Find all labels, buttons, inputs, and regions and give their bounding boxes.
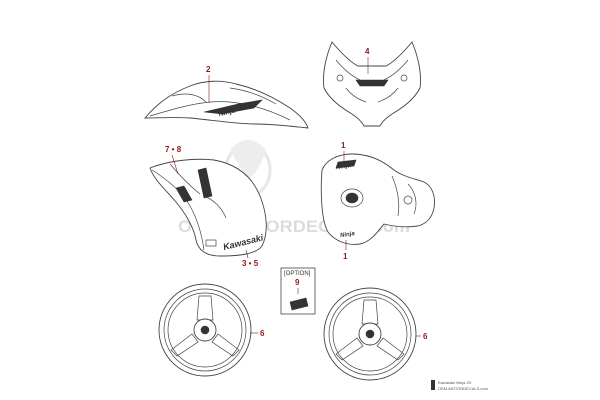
callout-6-left: 6 <box>260 329 265 338</box>
callout-3-5: 3 • 5 <box>242 259 259 268</box>
callout-4: 4 <box>365 47 370 56</box>
credit-line-2: OEM-MOTORDECALS.com <box>438 386 489 391</box>
inner-front-fairing-part <box>323 41 421 127</box>
option-label: [OPTION] <box>284 271 311 277</box>
windscreen-logo: Ninja <box>218 107 236 118</box>
callout-2: 2 <box>206 65 211 74</box>
callout-7-8: 7 • 8 <box>165 145 182 154</box>
credit-line-1: Kawasaki Ninja ZX <box>438 380 472 385</box>
side-fairing-part: Kawasaki <box>149 158 267 257</box>
tank-logo-top: Ninja <box>336 163 352 171</box>
callout-1-top: 1 <box>341 141 346 150</box>
callout-1-bottom: 1 <box>343 252 348 261</box>
upper-cowl-part: Ninja <box>144 80 309 129</box>
callout-6-right: 6 <box>423 332 428 341</box>
logo-mark-icon <box>431 380 435 390</box>
credits: Kawasaki Ninja ZX OEM-MOTORDECALS.com <box>431 380 489 391</box>
option-box: [OPTION] 9 <box>280 267 316 315</box>
fuel-tank-part: Ninja Ninja <box>320 153 435 245</box>
rear-wheel-part <box>323 287 417 381</box>
front-wheel-part <box>158 283 252 377</box>
tank-logo-bottom: Ninja <box>340 231 356 239</box>
callout-9: 9 <box>295 278 300 287</box>
